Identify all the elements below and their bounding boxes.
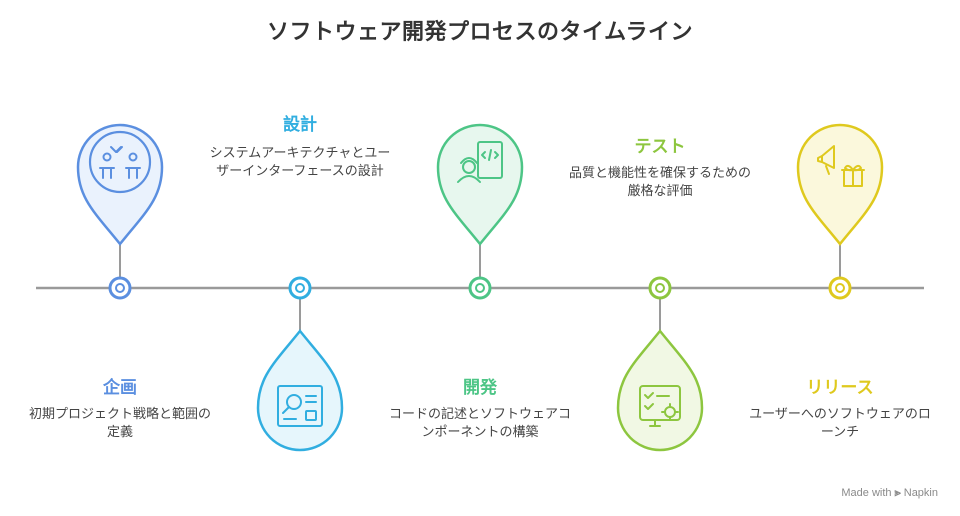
stage-5-marker: [796, 123, 884, 300]
checklist-settings-icon: [639, 385, 681, 427]
stage-1-description: 初期プロジェクト戦略と範囲の定義: [28, 407, 211, 440]
developer-code-icon: [457, 141, 503, 183]
stage-4-marker: [616, 276, 704, 452]
stage-5-pin: [796, 123, 884, 246]
made-with-label: Made with: [841, 487, 892, 499]
footer-attribution[interactable]: Made with⪢Napkin: [841, 487, 938, 500]
stage-4-pin: [616, 329, 704, 452]
stage-4-title: テスト: [634, 137, 686, 157]
stage-5-title: リリース: [806, 378, 874, 398]
megaphone-gift-icon: [817, 145, 865, 187]
stage-3-title: 開発: [463, 378, 497, 398]
stage-2-title: 設計: [283, 115, 317, 135]
blueprint-search-icon: [277, 385, 323, 427]
stage-2-pin: [256, 329, 344, 452]
stage-3-description: コードの記述とソフトウェアコンポーネントの構築: [388, 407, 571, 440]
stage-2-marker: [256, 276, 344, 452]
napkin-logo-icon: ⪢: [894, 487, 901, 499]
brand-label: Napkin: [903, 487, 938, 499]
stage-5-description: ユーザーへのソフトウェアのローンチ: [749, 407, 931, 440]
stage-1-pin: [76, 123, 164, 246]
stage-4-description: 品質と機能性を確保するための厳格な評価: [568, 166, 751, 199]
diagram-title: ソフトウェア開発プロセスのタイムライン: [267, 20, 693, 45]
stage-3-marker: [436, 123, 524, 300]
stage-2-description: システムアーキテクチャとユーザーインターフェースの設計: [209, 146, 391, 179]
team-planning-icon: [88, 130, 152, 194]
stage-1-title: 企画: [103, 378, 137, 398]
stage-1-marker: [76, 123, 164, 300]
